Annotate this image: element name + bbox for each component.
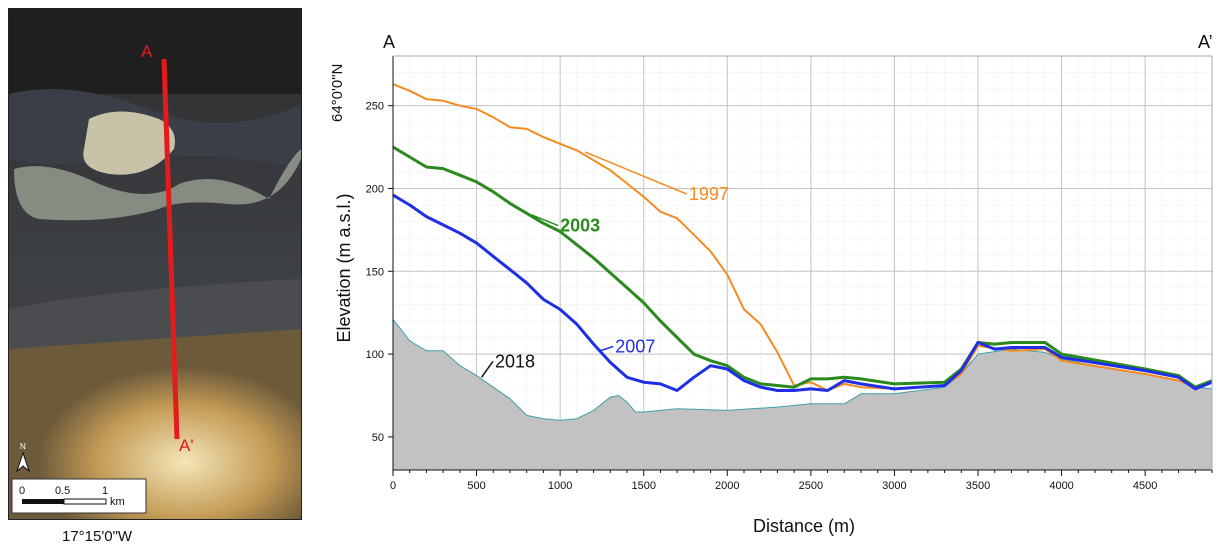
annotations: 1997 2003 2007 2018 [480,151,729,378]
latitude-label: 64°0'0"N [329,64,346,122]
x-tick-label: 4000 [1049,480,1073,492]
x-tick-label: 2000 [715,480,739,492]
y-tick-label: 50 [372,432,384,444]
scalebar: 0 0.5 1 km [11,478,147,514]
glacier-dark-zone [9,9,301,94]
scalebar-tick: 1 [102,485,108,497]
y-tick-label: 200 [366,183,384,195]
scalebar-unit: km [110,496,125,508]
y-axis-title: Elevation (m a.s.l.) [334,193,354,342]
y-tick-label: 150 [366,266,384,278]
map-image: A A' N 0 0.5 1 km [9,9,301,519]
satellite-map: A A' N 0 0.5 1 km [8,8,302,520]
y-tick-label: 250 [366,101,384,113]
x-axis-title: Distance (m) [753,516,855,536]
chart-corner-label-right: A’ [1198,32,1213,52]
chart-corner-label-left: A [383,32,395,52]
annotation-label-1997: 1997 [689,184,729,204]
sandur-plain [9,329,301,519]
area-layer [392,318,1213,470]
scalebar-tick: 0 [19,485,25,497]
line-series-1997 [392,83,1213,392]
line-layer [392,83,1213,392]
line-series-2003 [392,145,1213,389]
river-channel [14,149,301,221]
lake [83,111,175,175]
y-tick-label: 100 [366,349,384,361]
axes: 0 500 1000 1500 2000 2500 3000 3500 4000 4500 50 10… [366,55,1213,492]
svg-text:64°0'0"N: 64°0'0"N [329,64,346,122]
area-outline-2018 [392,318,1213,421]
section-start-label: A [141,42,153,61]
section-end-label: A' [179,436,194,455]
x-tick-label: 3500 [966,480,990,492]
x-tick-label: 2500 [799,480,823,492]
scalebar-tick: 0.5 [55,485,70,497]
svg-text:N: N [20,442,26,451]
line-series-2007 [392,193,1213,392]
x-tick-label: 3000 [882,480,906,492]
annotation-label-2018: 2018 [495,351,535,371]
x-tick-label: 1000 [548,480,572,492]
x-tick-label: 4500 [1133,480,1157,492]
annotation-label-2003: 2003 [560,216,600,236]
annotation-leader-1997 [584,151,688,195]
x-tick-label: 1500 [631,480,655,492]
annotation-label-2007: 2007 [615,336,655,356]
x-tick-label: 500 [467,480,485,492]
north-arrow-icon: N [15,442,31,473]
x-tick-label: 0 [390,480,396,492]
annotation-leader-2018 [480,360,494,378]
area-series-2018 [393,319,1212,470]
longitude-label: 17°15'0"W [62,528,133,545]
annotation-leader-2007 [600,345,614,352]
section-line [161,58,180,440]
annotation-leader-2003 [531,214,559,227]
